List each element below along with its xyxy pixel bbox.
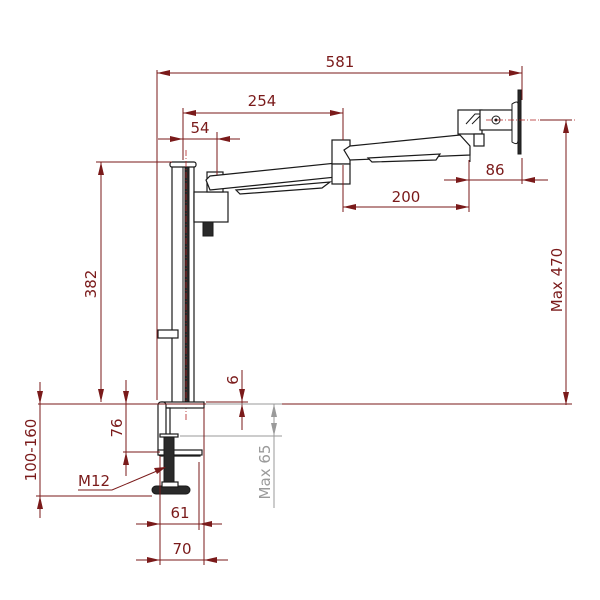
label-max-470: Max 470 [548, 248, 566, 312]
dim-arm-offset: 54 [158, 119, 240, 175]
first-arm [205, 161, 347, 195]
label-max-65: Max 65 [256, 445, 274, 500]
second-arm [343, 134, 471, 163]
label-6: 6 [224, 375, 242, 385]
dim-clamp-throat: 76 [108, 380, 160, 476]
tilt-head [457, 109, 513, 147]
desk-clamp [151, 401, 205, 495]
label-86: 86 [485, 161, 504, 179]
label-100-160: 100-160 [22, 419, 40, 482]
label-61: 61 [170, 504, 189, 522]
dim-second-arm: 200 [342, 160, 470, 212]
dim-max-desk-thickness: Max 65 [180, 403, 282, 508]
dim-thread-callout: M12 [78, 467, 166, 491]
dim-first-arm: 254 [182, 92, 344, 160]
monitor-arm-assembly [151, 89, 575, 495]
label-581: 581 [326, 53, 355, 71]
height-stop-collar [157, 329, 179, 339]
label-m12: M12 [78, 472, 110, 490]
label-200: 200 [392, 188, 421, 206]
clamp-screw [163, 435, 175, 487]
dimensions: 581 254 54 200 [22, 53, 572, 565]
dim-base-thickness: 6 [206, 370, 248, 430]
label-382: 382 [82, 270, 100, 299]
dim-overall-reach: 581 [156, 53, 523, 400]
elbow-joint [331, 139, 351, 185]
pole [169, 150, 197, 420]
dim-max-height: Max 470 [540, 119, 572, 405]
label-76: 76 [108, 418, 126, 437]
label-70: 70 [172, 540, 191, 558]
label-54: 54 [190, 119, 209, 137]
label-254: 254 [248, 92, 277, 110]
dim-desk-range: 100-160 [22, 382, 152, 518]
dim-vesa-head: 86 [444, 158, 548, 184]
dim-clamp-outer: 70 [136, 408, 228, 565]
dim-pole-height: 382 [82, 161, 172, 402]
dim-clamp-inner: 61 [136, 456, 222, 565]
